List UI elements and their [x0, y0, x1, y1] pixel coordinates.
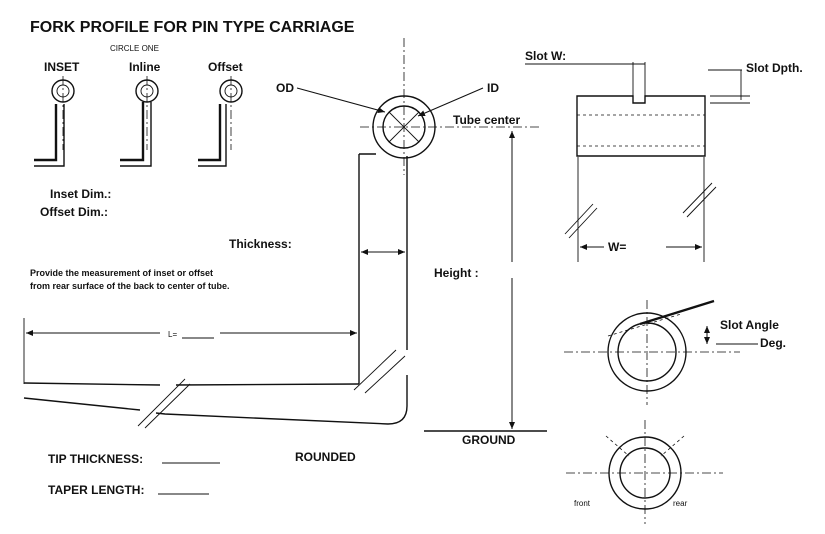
inset-option-icon[interactable]: [34, 76, 75, 167]
slot-w-label: Slot W:: [525, 49, 566, 63]
taper-length-label: TAPER LENGTH:: [48, 483, 144, 497]
ground-label: GROUND: [462, 433, 516, 447]
height-label: Height :: [434, 266, 479, 280]
note-line-1: Provide the measurement of inset or offs…: [30, 268, 213, 278]
id-label: ID: [487, 81, 499, 95]
tube-inner-circle: [382, 105, 426, 149]
slot-depth-label: Slot Dpth.: [746, 61, 803, 75]
page-title: FORK PROFILE FOR PIN TYPE CARRIAGE: [30, 19, 355, 36]
rounded-label: ROUNDED: [295, 450, 356, 464]
offset-option-icon[interactable]: [198, 76, 243, 167]
tube-outer-circle: [372, 95, 436, 159]
front-rear-view: [566, 420, 723, 524]
slot-angle-label: Slot Angle: [720, 318, 779, 332]
tip-thickness-label: TIP THICKNESS:: [48, 452, 143, 466]
fork-blade: [23, 378, 408, 429]
tube-center-label: Tube center: [453, 113, 520, 127]
offset-dim-label: Offset Dim.:: [40, 205, 108, 219]
fork-shank: [353, 153, 408, 406]
option-offset-label: Offset: [208, 60, 243, 74]
circle-one-label: CIRCLE ONE: [110, 44, 159, 53]
note-line-2: from rear surface of the back to center …: [30, 281, 230, 291]
rear-label: rear: [673, 499, 688, 508]
tube-side-view: [564, 62, 717, 262]
thickness-label: Thickness:: [229, 237, 292, 251]
inset-dim-label: Inset Dim.:: [50, 187, 111, 201]
front-label: front: [574, 499, 591, 508]
od-label: OD: [276, 81, 294, 95]
option-inline-label: Inline: [129, 60, 161, 74]
w-equals-label: W=: [608, 240, 626, 254]
length-label: L=: [168, 330, 177, 339]
slot-angle-view: [564, 299, 758, 405]
deg-label: Deg.: [760, 336, 786, 350]
inline-option-icon[interactable]: [120, 76, 159, 167]
option-inset-label: INSET: [44, 60, 80, 74]
